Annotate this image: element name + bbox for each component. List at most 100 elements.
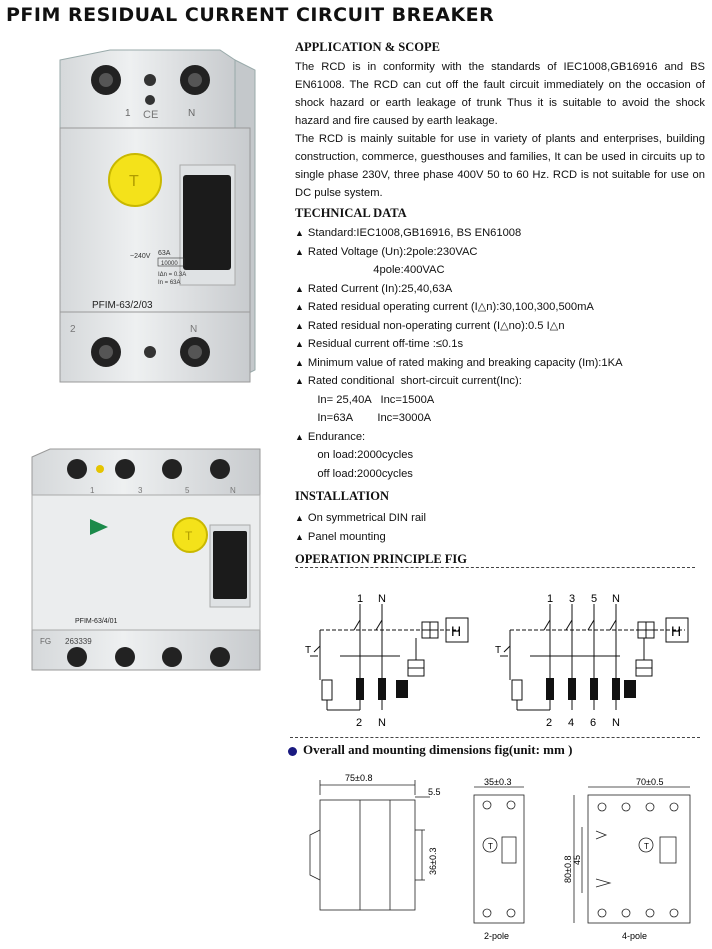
svg-text:3: 3	[138, 486, 143, 495]
product-model-label: PFIM-63/4/01	[75, 618, 118, 625]
svg-text:In = 63A: In = 63A	[158, 280, 181, 286]
bullet-triangle-icon: ▲	[295, 513, 304, 523]
svg-text:45: 45	[572, 855, 582, 865]
installation-item: ▲On symmetrical DIN rail	[295, 512, 427, 524]
svg-text:N: N	[612, 593, 620, 605]
bullet-triangle-icon: ▲	[295, 431, 304, 442]
installation-item: ▲Panel mounting	[295, 530, 386, 543]
dimension-4pole-view: 70±0.5 80±0.8 45 T 4-pole	[563, 777, 691, 941]
svg-text:N: N	[378, 717, 386, 729]
bullet-triangle-icon: ▲	[295, 228, 304, 238]
product-photo-4pole: 1 3 5 N T PFIM-63/4/01 FG 263339	[31, 448, 261, 671]
bullet-triangle-icon: ▲	[295, 376, 304, 386]
technical-item: off load:2000cycles	[308, 467, 413, 480]
toggle-handle	[213, 531, 247, 599]
svg-text:T: T	[185, 529, 193, 543]
indicator-arrow	[90, 519, 108, 535]
test-button	[108, 153, 162, 207]
svg-text:N: N	[190, 324, 197, 335]
bullet-triangle-icon: ▲	[295, 246, 304, 257]
svg-text:T: T	[129, 173, 139, 190]
bullet-triangle-icon: ▲	[295, 531, 304, 542]
technical-item: ▲Endurance:	[295, 430, 366, 443]
dimension-side-view: 75±0.8 5.5 36±0.3	[309, 773, 441, 911]
dimension-2pole-view: 35±0.3 T 2-pole	[473, 777, 525, 941]
svg-text:2: 2	[70, 324, 76, 335]
svg-text:T: T	[488, 842, 493, 851]
svg-text:5.5: 5.5	[428, 787, 441, 797]
svg-text:H: H	[451, 623, 461, 639]
spec-column: APPLICATION & SCOPE The RCD is in confor…	[295, 40, 705, 570]
svg-text:80±0.8: 80±0.8	[563, 856, 573, 883]
bullet-triangle-icon: ▲	[295, 339, 304, 349]
svg-text:1: 1	[357, 593, 363, 605]
svg-text:4: 4	[568, 717, 574, 729]
bullet-triangle-icon: ▲	[295, 283, 304, 294]
technical-item: ▲Rated Voltage (Un):2pole:230VAC	[295, 245, 478, 258]
svg-text:263339: 263339	[65, 637, 92, 646]
svg-text:70±0.5: 70±0.5	[636, 777, 663, 787]
divider	[295, 567, 695, 568]
dimension-caption: 2-pole	[484, 931, 509, 941]
svg-text:6: 6	[590, 717, 596, 729]
test-button	[172, 517, 208, 553]
svg-text:N: N	[612, 717, 620, 729]
svg-text:N: N	[230, 486, 236, 495]
svg-text:5: 5	[591, 593, 597, 605]
terminal-label: N	[188, 108, 195, 119]
svg-text:FG: FG	[40, 637, 51, 646]
product-photo-2pole: 1 N CE T ~240V 63A 10000 IΔn = 0.3A In =…	[59, 49, 256, 383]
technical-item: ▲Residual current off-time :≤0.1s	[295, 338, 464, 350]
svg-text:N: N	[378, 593, 386, 605]
bullet-triangle-icon: ▲	[295, 320, 304, 331]
svg-text:CE: CE	[143, 109, 158, 121]
product-model-label: PFIM-63/2/03	[92, 300, 153, 311]
operation-diagram-4pole: 1 3 5 N H T 2 4 6 N	[495, 593, 689, 729]
technical-item: In=63A Inc=3000A	[308, 412, 432, 424]
technical-item: ▲Rated residual operating current (I△n):…	[295, 301, 594, 313]
installation-list: ▲On symmetrical DIN rail ▲Panel mounting	[295, 509, 705, 546]
dimensions-heading: Overall and mounting dimensions fig(unit…	[288, 742, 572, 758]
svg-text:5: 5	[185, 486, 190, 495]
svg-text:T: T	[495, 645, 501, 656]
svg-text:10000: 10000	[161, 261, 178, 267]
installation-heading: INSTALLATION	[295, 489, 390, 503]
svg-text:T: T	[644, 842, 649, 851]
svg-text:H: H	[671, 623, 681, 639]
svg-text:3: 3	[569, 593, 575, 605]
dimension-caption: 4-pole	[622, 931, 647, 941]
technical-item: on load:2000cycles	[308, 449, 414, 461]
svg-text:75±0.8: 75±0.8	[345, 773, 372, 783]
terminal-label: 1	[125, 108, 131, 119]
technical-item: ▲Standard:IEC1008,GB16916, BS EN61008	[295, 227, 522, 239]
application-text: The RCD is mainly suitable for use in va…	[295, 133, 705, 199]
page-title: PFIM RESIDUAL CURRENT CIRCUIT BREAKER	[6, 4, 495, 26]
divider	[290, 737, 700, 738]
svg-text:2: 2	[546, 717, 552, 729]
application-text: The RCD is in conformity with the standa…	[295, 61, 705, 127]
bullet-triangle-icon: ▲	[295, 357, 304, 368]
operation-diagram-2pole: 1 N H T 2 N	[305, 593, 469, 729]
technical-heading: TECHNICAL DATA	[295, 206, 407, 220]
application-heading: APPLICATION & SCOPE	[295, 40, 440, 54]
svg-text:T: T	[305, 645, 311, 656]
svg-text:~240V: ~240V	[130, 253, 151, 260]
technical-item: ▲Minimum value of rated making and break…	[295, 356, 623, 369]
svg-text:36±0.3: 36±0.3	[428, 848, 438, 875]
svg-text:2: 2	[356, 717, 362, 729]
technical-item: ▲Rated conditional short-circuit current…	[295, 375, 522, 387]
svg-text:63A: 63A	[158, 250, 171, 257]
technical-item: ▲Rated Current (In):25,40,63A	[295, 282, 453, 295]
bullet-dot-icon	[288, 746, 297, 756]
svg-text:1: 1	[90, 486, 95, 495]
bullet-triangle-icon: ▲	[295, 302, 304, 312]
technical-item: 4pole:400VAC	[308, 264, 445, 276]
technical-item: ▲Rated residual non-operating current (I…	[295, 319, 565, 332]
technical-item: In= 25,40A Inc=1500A	[308, 393, 435, 406]
svg-text:IΔn = 0.3A: IΔn = 0.3A	[158, 272, 186, 278]
svg-text:35±0.3: 35±0.3	[484, 777, 511, 787]
toggle-handle	[183, 175, 231, 270]
operation-heading: OPERATION PRINCIPLE FIG	[295, 552, 468, 566]
technical-list: ▲Standard:IEC1008,GB16916, BS EN61008 ▲Ra…	[295, 224, 705, 483]
svg-text:1: 1	[547, 593, 553, 605]
